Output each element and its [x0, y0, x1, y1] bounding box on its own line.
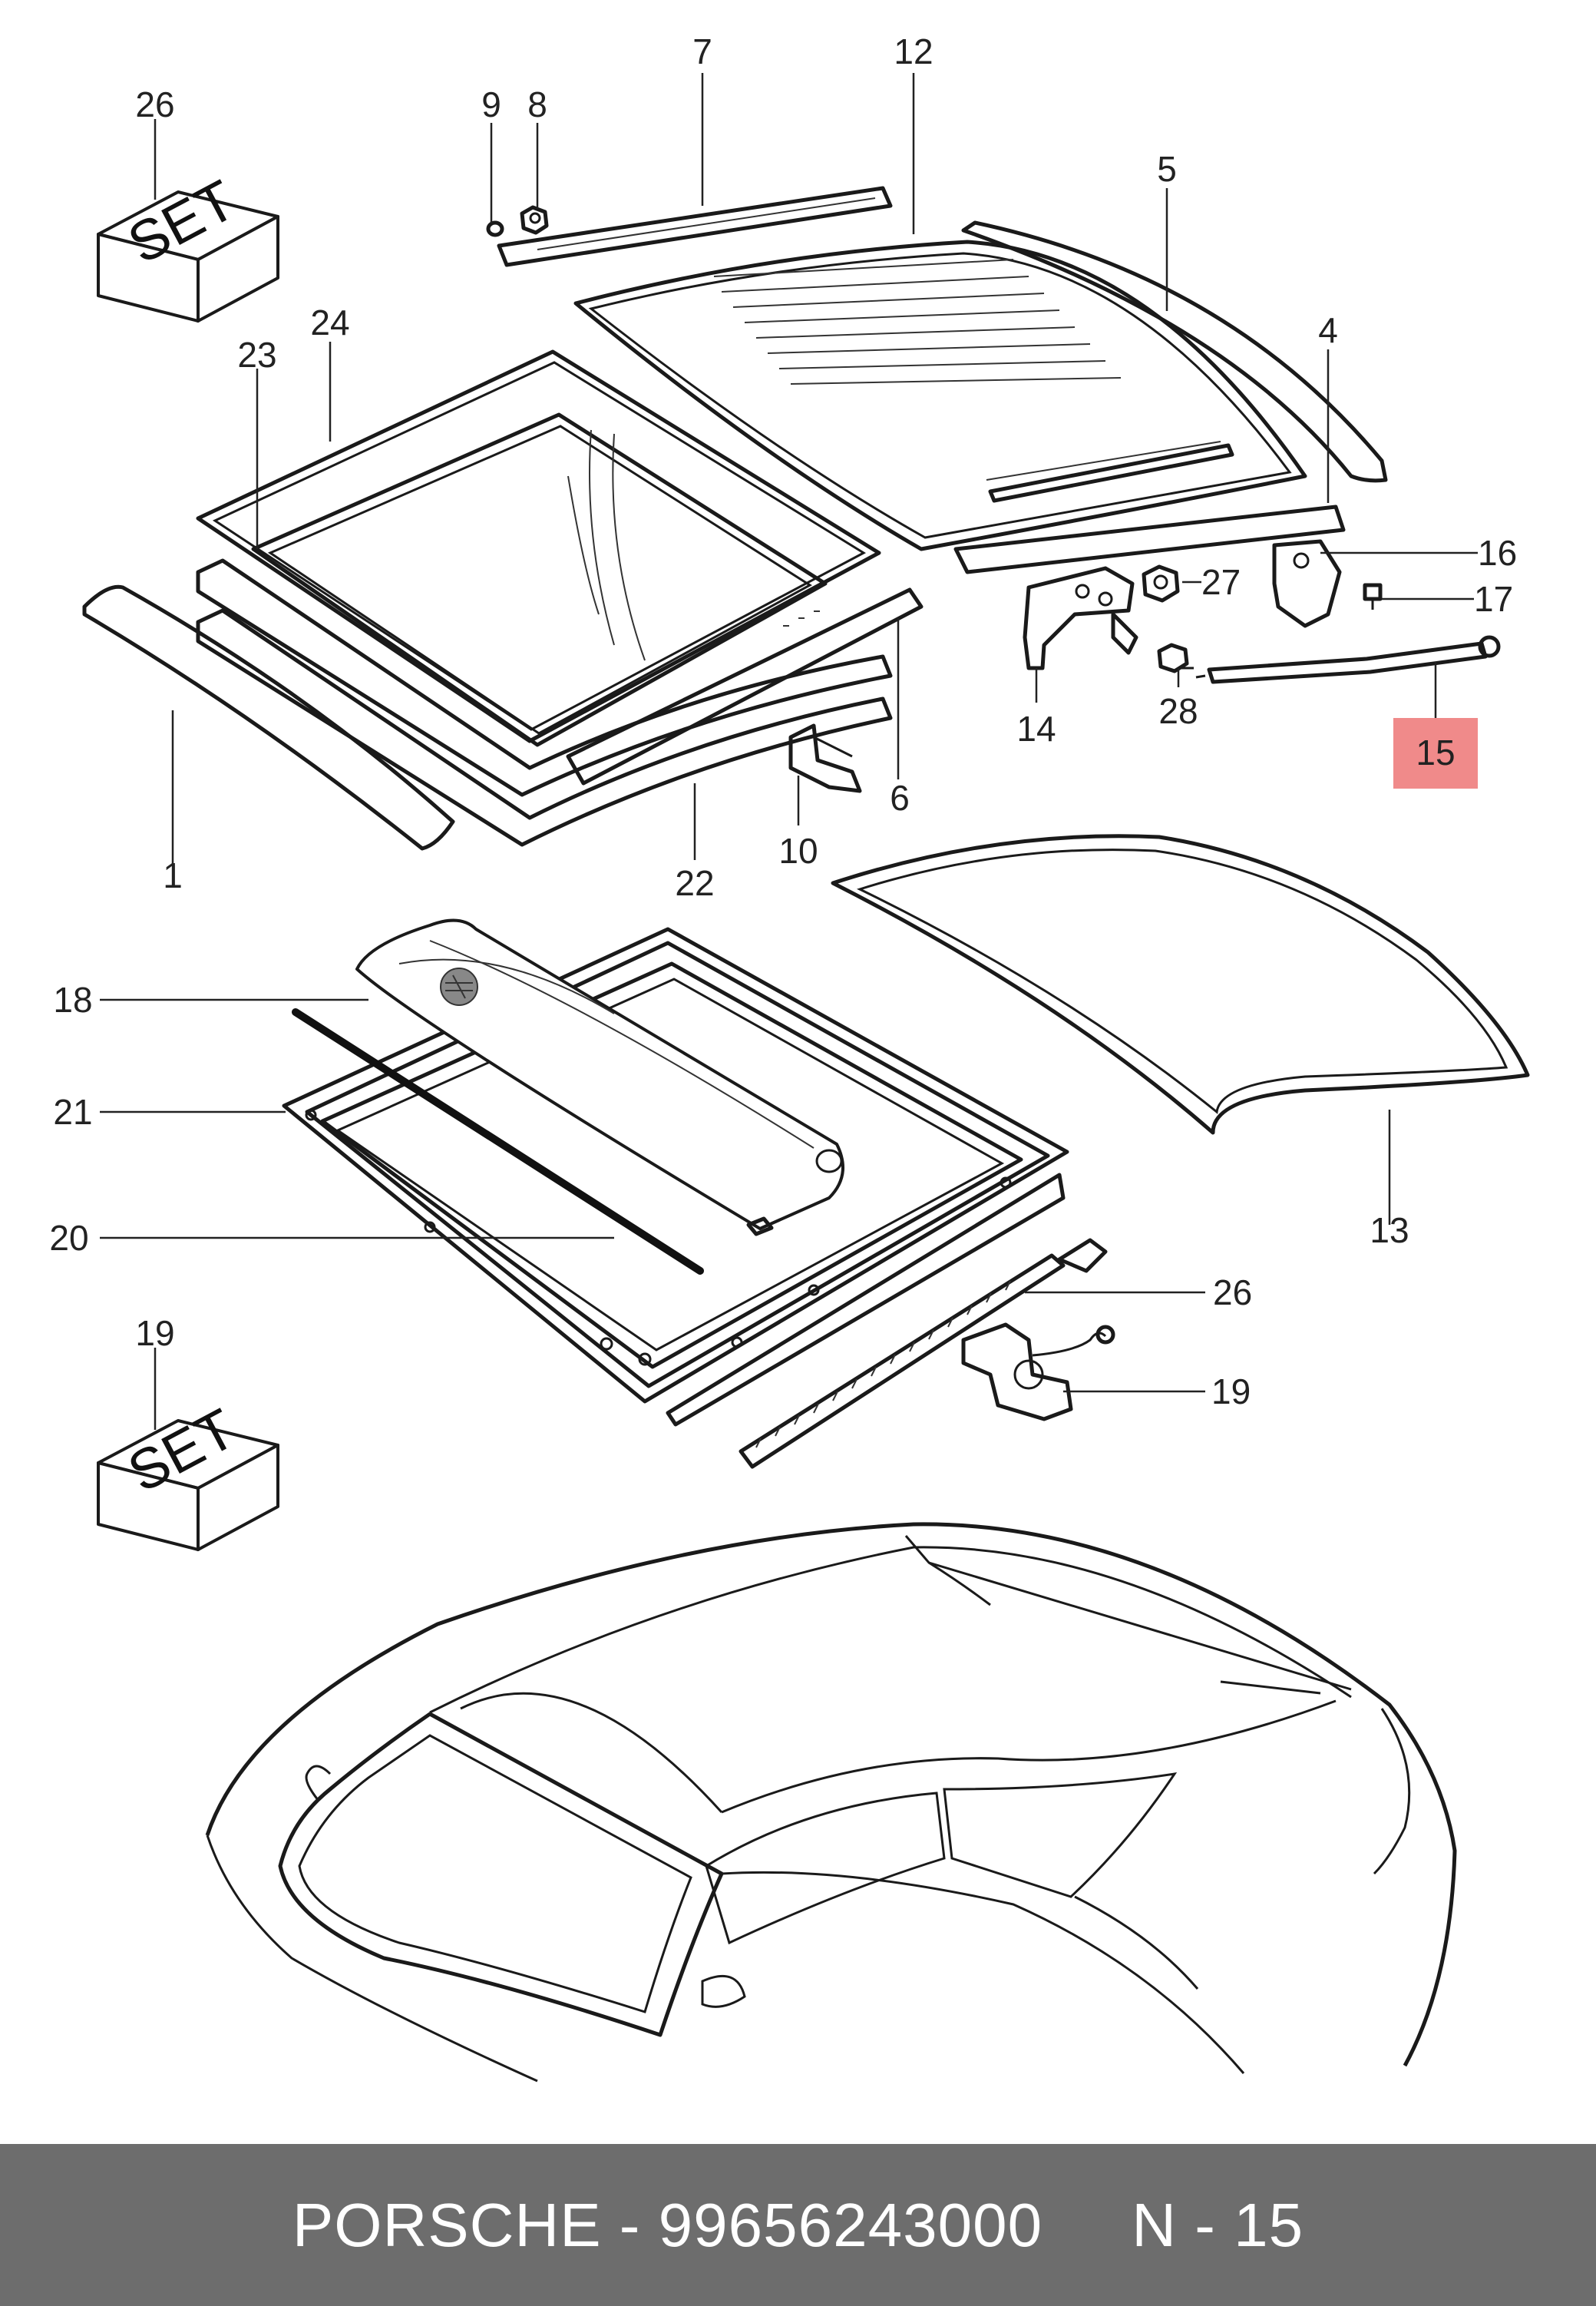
part-28-nut: [1142, 564, 1180, 603]
callout-19: 19: [135, 1313, 174, 1353]
callouts: 26 9 8 7 12 5 4 24 23 27 16 17 14 28 15 …: [49, 31, 1517, 1411]
part-14-hinge: [1023, 566, 1138, 670]
part-17-screw: [1363, 583, 1383, 610]
callout-13: 13: [1370, 1210, 1409, 1250]
callout-29: 28: [1158, 691, 1198, 731]
part-10-bracket: [788, 723, 862, 793]
callout-25: 24: [310, 303, 349, 342]
callout-9: 9: [481, 84, 501, 124]
callout-18: 18: [53, 980, 92, 1020]
part-9-clip: [486, 220, 504, 237]
part-18-sunshade: [355, 918, 844, 1236]
car-outline: [205, 1522, 1457, 2083]
part-1-strip: [82, 584, 455, 851]
footer-page: N - 15: [1132, 2190, 1304, 2259]
part-27-rail: [739, 1238, 1108, 1469]
parts-diagram: SET SET: [49, 31, 1530, 2083]
callout-20: 19: [1211, 1371, 1251, 1411]
part-13-seal: [831, 834, 1530, 1135]
callout-26: 26: [135, 84, 174, 124]
callout-24: 23: [237, 335, 276, 375]
callout-17: 17: [1474, 579, 1513, 619]
callout-14: 14: [1016, 709, 1056, 749]
part-7-trim: [497, 186, 893, 267]
part-4-rail: [953, 505, 1346, 574]
footer-bar: PORSCHE - 99656243000 N - 15: [0, 2144, 1596, 2306]
callout-6: 6: [890, 778, 910, 818]
part-24-seal: [251, 412, 828, 747]
leader-lines: [100, 73, 1478, 1430]
set-box-26: SET: [97, 167, 279, 323]
callout-21: 20: [49, 1218, 88, 1258]
part-20-motor: [961, 1322, 1115, 1421]
callout-1: 1: [163, 855, 183, 895]
part-12-glass: [573, 240, 1307, 551]
footer-brand: PORSCHE: [292, 2190, 602, 2259]
set-box-19: SET: [97, 1396, 279, 1551]
callout-15-highlight: [1393, 718, 1478, 789]
part-16-bracket: [1272, 539, 1342, 628]
callout-10: 10: [778, 831, 818, 871]
callout-5: 5: [1157, 149, 1177, 189]
callout-22: 21: [53, 1092, 92, 1132]
footer-separator: -: [601, 2190, 659, 2259]
part-5-strip: [961, 220, 1388, 483]
callout-7: 7: [692, 31, 712, 71]
part-6-strip: [566, 587, 924, 786]
part-8-nut: [520, 205, 549, 235]
callout-8: 8: [527, 84, 547, 124]
footer-gap: [1043, 2190, 1132, 2261]
part-21-rod: [292, 1008, 704, 1275]
part-29-bolt: [1157, 643, 1194, 673]
callout-16: 16: [1478, 533, 1517, 573]
callout-12: 12: [894, 31, 933, 71]
callout-27: 26: [1213, 1272, 1252, 1312]
callout-23: 22: [675, 863, 714, 903]
part-15-strut: [1195, 635, 1501, 684]
callout-4: 4: [1318, 310, 1338, 350]
callout-28: 27: [1201, 562, 1241, 602]
footer-part-number: 99656243000: [658, 2190, 1043, 2259]
part-25-frame: [196, 349, 881, 743]
callout-15: 15: [1416, 733, 1455, 773]
